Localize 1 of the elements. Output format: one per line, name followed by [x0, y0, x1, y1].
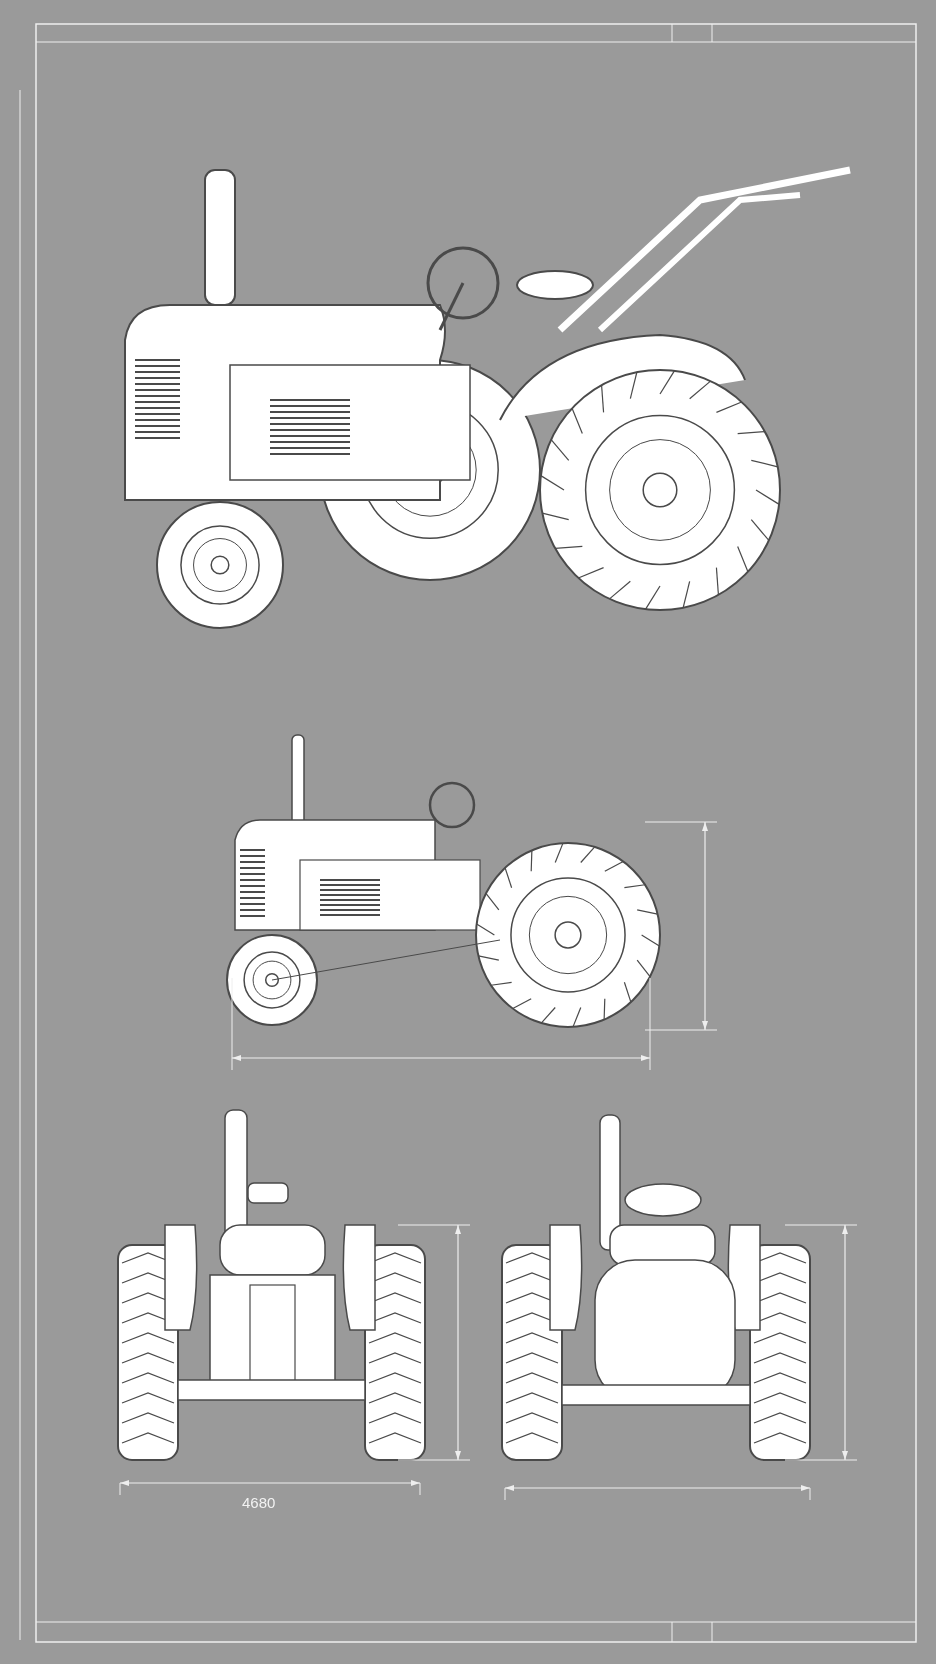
dimension-value: 4680 — [242, 1494, 276, 1511]
